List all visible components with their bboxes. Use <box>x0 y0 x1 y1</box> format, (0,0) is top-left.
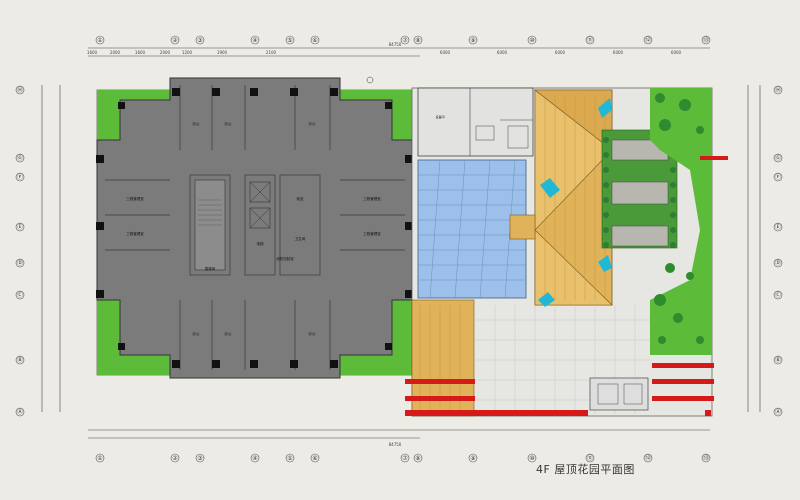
dimension-lines <box>41 47 761 439</box>
svg-text:③: ③ <box>197 37 202 44</box>
svg-text:Ⓐ: Ⓐ <box>775 408 781 416</box>
water-channels <box>538 98 612 307</box>
svg-text:卫生间: 卫生间 <box>295 236 306 241</box>
svg-text:工程管理室: 工程管理室 <box>126 196 144 201</box>
svg-text:①: ① <box>97 455 102 462</box>
svg-text:⑩: ⑩ <box>529 455 534 462</box>
svg-text:⑨: ⑨ <box>470 37 475 44</box>
svg-text:Ⓖ: Ⓖ <box>775 154 781 162</box>
svg-text:Ⓗ: Ⓗ <box>17 86 23 94</box>
svg-text:③: ③ <box>197 455 202 462</box>
svg-text:Ⓓ: Ⓓ <box>17 259 23 267</box>
svg-text:⑫: ⑫ <box>645 36 651 44</box>
svg-text:1900: 1900 <box>217 50 228 55</box>
marker-icon <box>366 76 374 84</box>
svg-text:1600: 1600 <box>135 50 146 55</box>
central-core <box>194 179 271 271</box>
paving-grid <box>474 305 650 414</box>
grass-areas <box>97 90 412 375</box>
svg-text:办公: 办公 <box>193 121 200 126</box>
svg-text:办公: 办公 <box>309 121 317 126</box>
svg-text:Ⓑ: Ⓑ <box>17 356 23 364</box>
svg-text:④: ④ <box>252 37 257 44</box>
svg-text:工程管理室: 工程管理室 <box>126 231 144 236</box>
svg-text:Ⓖ: Ⓖ <box>17 154 23 162</box>
svg-text:⑤: ⑤ <box>287 37 292 44</box>
svg-text:Ⓓ: Ⓓ <box>775 259 781 267</box>
svg-text:6000: 6000 <box>440 50 451 55</box>
row-axis-bubbles: Ⓗ Ⓖ Ⓕ Ⓔ Ⓓ Ⓒ Ⓑ Ⓐ Ⓗ Ⓖ Ⓕ Ⓔ Ⓓ Ⓒ Ⓑ Ⓐ <box>15 85 783 417</box>
svg-text:1200: 1200 <box>182 50 193 55</box>
equipment-rooms: 设备间 <box>417 87 534 157</box>
svg-text:⑫: ⑫ <box>645 454 651 462</box>
svg-text:84750: 84750 <box>389 442 402 447</box>
svg-text:⑩: ⑩ <box>529 37 534 44</box>
svg-text:Ⓕ: Ⓕ <box>775 173 781 181</box>
svg-text:办公: 办公 <box>193 331 200 336</box>
stair-enclosure <box>589 377 649 411</box>
svg-text:2000: 2000 <box>110 50 121 55</box>
svg-text:⑪: ⑪ <box>587 36 593 44</box>
svg-text:消防控制室: 消防控制室 <box>276 256 294 261</box>
svg-text:⑦: ⑦ <box>402 455 408 462</box>
svg-text:1600: 1600 <box>87 50 98 55</box>
svg-text:②: ② <box>172 37 178 44</box>
svg-text:Ⓔ: Ⓔ <box>17 223 23 231</box>
svg-text:前室: 前室 <box>297 196 305 201</box>
svg-text:办公: 办公 <box>225 331 232 336</box>
svg-text:⑦: ⑦ <box>402 37 408 44</box>
svg-text:6000: 6000 <box>555 50 566 55</box>
svg-text:Ⓒ: Ⓒ <box>17 291 23 299</box>
svg-text:Ⓔ: Ⓔ <box>775 223 781 231</box>
right-lawn <box>650 88 712 355</box>
svg-text:Ⓕ: Ⓕ <box>17 173 23 181</box>
svg-text:⑬: ⑬ <box>703 36 709 44</box>
dimension-labels: 84750 84750 1600 2000 1600 2000 1200 190… <box>87 42 682 447</box>
svg-text:②: ② <box>172 455 178 462</box>
svg-text:⑤: ⑤ <box>287 455 292 462</box>
drawing-title: 4F 屋顶花园平面图 <box>536 463 635 476</box>
svg-text:设备间: 设备间 <box>435 114 444 119</box>
red-railings <box>405 156 728 416</box>
svg-text:⑧: ⑧ <box>415 455 420 462</box>
svg-text:Ⓐ: Ⓐ <box>17 408 23 416</box>
wood-deck-pavilion <box>509 89 613 306</box>
svg-text:电梯: 电梯 <box>257 241 265 246</box>
svg-text:2100: 2100 <box>266 50 277 55</box>
svg-text:⑪: ⑪ <box>587 454 593 462</box>
svg-text:①: ① <box>97 37 102 44</box>
svg-text:④: ④ <box>252 455 257 462</box>
svg-text:⑥: ⑥ <box>312 37 317 44</box>
svg-text:⑧: ⑧ <box>415 37 420 44</box>
axis-bubbles: ① ② ③ ④ ⑤ ⑥ ⑦ ⑧ ⑨ ⑩ ⑪ ⑫ ⑬ ① ② ③ ④ ⑤ ⑥ ⑦ … <box>95 35 711 463</box>
svg-text:Ⓗ: Ⓗ <box>775 86 781 94</box>
svg-text:办公: 办公 <box>309 331 317 336</box>
svg-text:6000: 6000 <box>613 50 624 55</box>
svg-text:6000: 6000 <box>497 50 508 55</box>
svg-text:⑨: ⑨ <box>470 455 475 462</box>
columns <box>96 88 413 368</box>
svg-text:2000: 2000 <box>160 50 171 55</box>
room-labels: 办公 办公 办公 办公 办公 办公 工程管理室 工程管理室 工程管理室 工程管理… <box>126 121 381 336</box>
svg-text:楼梯间: 楼梯间 <box>205 266 216 271</box>
svg-text:⑬: ⑬ <box>703 454 709 462</box>
svg-text:办公: 办公 <box>225 121 232 126</box>
svg-text:6000: 6000 <box>671 50 682 55</box>
room-walls <box>105 85 405 370</box>
svg-text:⑥: ⑥ <box>312 455 317 462</box>
svg-text:工程管理室: 工程管理室 <box>363 196 381 201</box>
svg-text:Ⓑ: Ⓑ <box>775 356 781 364</box>
svg-text:84750: 84750 <box>389 42 402 47</box>
svg-text:工程管理室: 工程管理室 <box>363 231 381 236</box>
svg-text:Ⓒ: Ⓒ <box>775 291 781 299</box>
glass-skylight <box>417 159 527 299</box>
